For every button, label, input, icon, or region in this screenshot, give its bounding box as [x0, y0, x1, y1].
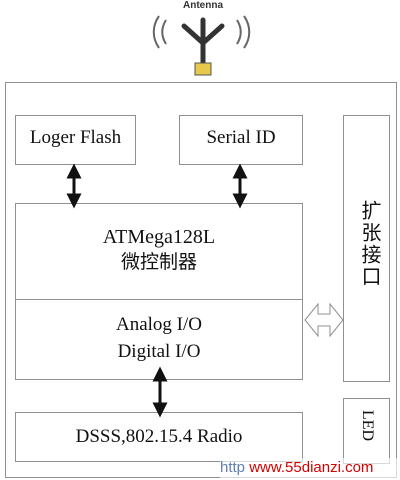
loger-flash-block [15, 115, 136, 165]
led-block [343, 398, 390, 464]
watermark: http www.55dianzi.com [220, 458, 398, 478]
digital-io-label: Digital I/O [117, 341, 201, 362]
antenna-icon [152, 15, 251, 76]
led-label: LED [359, 410, 376, 442]
watermark-text: www.55dianzi.com [249, 459, 374, 476]
serial-id-label: Serial ID [206, 127, 276, 148]
radio-label: DSSS,802.15.4 Radio [75, 426, 243, 447]
mcu-block [15, 203, 303, 300]
mcu-description: 微控制器 [120, 252, 197, 273]
watermark-prefix: http [220, 459, 246, 476]
analog-io-label: Analog I/O [115, 314, 202, 335]
antenna-label: Antenna [183, 0, 223, 11]
serial-id-block [179, 115, 303, 165]
expansion-interface-block [343, 115, 390, 382]
expansion-interface-label: 扩张接口 [358, 200, 380, 288]
loger-flash-label: Loger Flash [29, 127, 122, 148]
mcu-name: ATMega128L [102, 226, 216, 248]
